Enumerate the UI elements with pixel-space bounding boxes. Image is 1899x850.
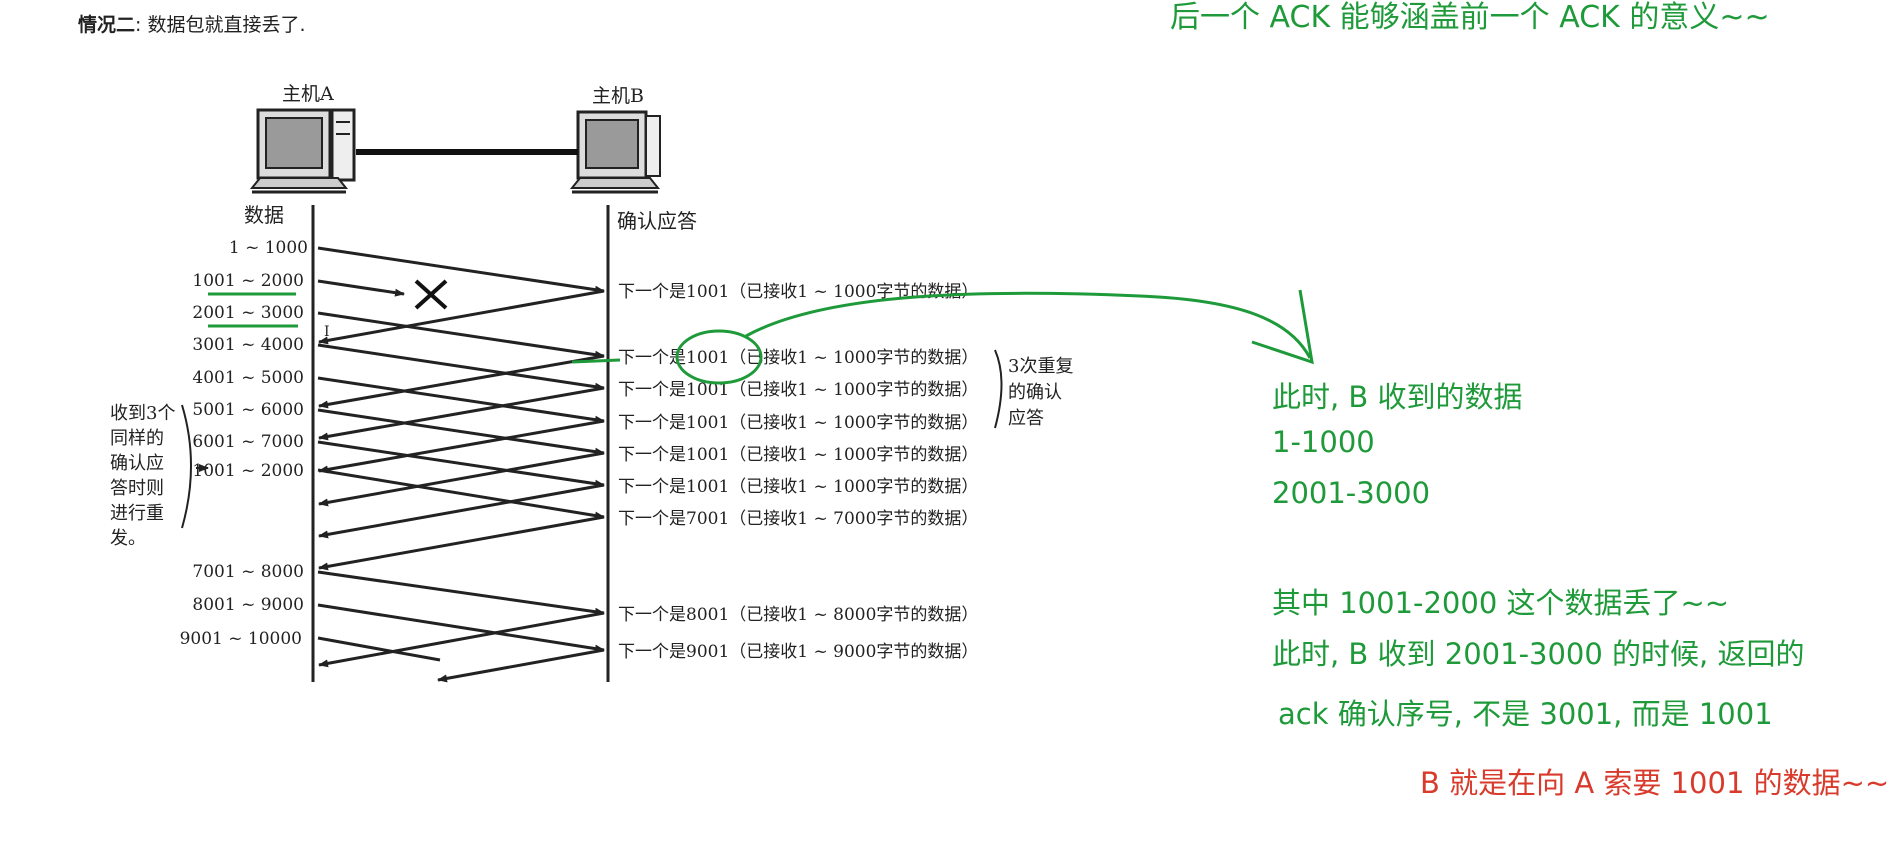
ack-label: 下一个是1001（已接收1 ~ 1000字节的数据） <box>618 413 978 433</box>
received-range-2: 2001-3000 <box>1272 476 1431 510</box>
dup-ack-label: 应答 <box>1008 408 1044 429</box>
retransmit-label: 收到3个 <box>110 403 175 424</box>
send-label: 4001 ~ 5000 <box>192 368 304 388</box>
send-label: 3001 ~ 4000 <box>192 335 304 355</box>
ack-label: 下一个是1001（已接收1 ~ 1000字节的数据） <box>618 348 978 368</box>
conclusion-note: B 就是在向 A 索要 1001 的数据~~ <box>1420 766 1890 800</box>
send-label: 9001 ~ 10000 <box>180 629 302 649</box>
received-title: 此时, B 收到的数据 <box>1272 380 1523 414</box>
ack-label: 下一个是8001（已接收1 ~ 8000字节的数据） <box>618 605 978 625</box>
lost-packet-x-icon <box>414 279 448 310</box>
caption-text: : 数据包就直接丢了. <box>135 14 306 36</box>
retransmit-label: 答时则 <box>110 478 164 499</box>
top-note: 后一个 ACK 能够涵盖前一个 ACK 的意义~~ <box>1170 0 1770 35</box>
retransmit-label: 同样的 <box>110 428 164 449</box>
cursor-mark: I <box>324 324 330 340</box>
annotation-tick <box>571 358 621 364</box>
host-a-label: 主机A <box>282 83 334 105</box>
ack-label: 下一个是1001（已接收1 ~ 1000字节的数据） <box>618 282 978 302</box>
ack-note: ack 确认序号, 不是 3001, 而是 1001 <box>1278 697 1773 731</box>
figure-caption: 情况二: 数据包就直接丢了. <box>78 10 306 37</box>
highlight-circle <box>675 329 763 385</box>
received-range-1: 1-1000 <box>1272 425 1375 459</box>
send-label: 1001 ~ 2000 <box>192 271 304 291</box>
ack-arrow <box>318 483 605 539</box>
segment-arrow-retransmit <box>317 468 605 520</box>
computer-icon <box>569 110 661 194</box>
dup-ack-bracket <box>994 349 1003 429</box>
annotation-arrow <box>745 291 1312 359</box>
dup-ack-label: 的确认 <box>1008 382 1062 403</box>
send-label: 2001 ~ 3000 <box>192 303 304 323</box>
retransmit-label: 确认应 <box>110 453 164 474</box>
send-label: 6001 ~ 7000 <box>192 432 304 452</box>
ack-arrow <box>437 648 605 683</box>
segment-arrow <box>317 440 605 488</box>
send-label: 1001 ~ 2000 <box>192 461 304 481</box>
ack-label: 下一个是1001（已接收1 ~ 1000字节的数据） <box>618 380 978 400</box>
retransmit-label: 发。 <box>110 528 146 549</box>
segment-arrow <box>317 408 605 456</box>
ack-arrow <box>318 289 605 345</box>
ack-arrow <box>318 386 605 441</box>
col-a-label: 数据 <box>244 203 284 227</box>
ack-label: 下一个是1001（已接收1 ~ 1000字节的数据） <box>618 445 978 465</box>
segment-arrow <box>317 603 605 653</box>
lost-note: 其中 1001-2000 这个数据丢了~~ <box>1272 586 1730 620</box>
ack-label: 下一个是7001（已接收1 ~ 7000字节的数据） <box>618 509 978 529</box>
retransmit-bracket <box>181 404 192 529</box>
segment-arrow <box>317 311 605 359</box>
annotation-arrowhead <box>1251 289 1314 365</box>
send-label: 7001 ~ 8000 <box>192 562 304 582</box>
ack-label: 下一个是1001（已接收1 ~ 1000字节的数据） <box>618 477 978 497</box>
ack-label: 下一个是9001（已接收1 ~ 9000字节的数据） <box>618 642 978 662</box>
ack-arrow <box>318 451 605 507</box>
send-label: 1 ~ 1000 <box>229 238 308 258</box>
segment-arrow <box>317 246 605 294</box>
host-b-label: 主机B <box>592 85 644 107</box>
col-b-label: 确认应答 <box>617 209 697 233</box>
send-label: 8001 ~ 9000 <box>192 595 304 615</box>
segment-arrow <box>317 376 605 424</box>
ack-arrow <box>318 354 605 409</box>
caption-bold: 情况二 <box>78 14 136 36</box>
computer-icon <box>249 108 356 194</box>
send-label: 5001 ~ 6000 <box>192 400 304 420</box>
ack-arrow <box>318 515 605 571</box>
ack-arrow <box>318 611 605 668</box>
return-note: 此时, B 收到 2001-3000 的时候, 返回的 <box>1272 637 1805 671</box>
segment-arrow <box>317 343 605 391</box>
segment-arrow-lost <box>317 279 405 297</box>
retransmit-label: 进行重 <box>110 503 164 524</box>
dup-ack-label: 3次重复 <box>1008 356 1073 377</box>
segment-arrow <box>317 636 441 662</box>
segment-arrow <box>317 570 605 616</box>
ack-arrow <box>318 419 605 474</box>
